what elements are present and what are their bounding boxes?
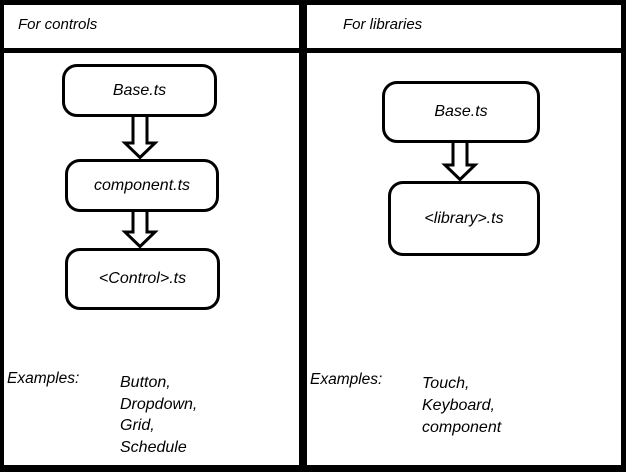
node-component-ts: component.ts: [65, 159, 219, 212]
node-label: <library>.ts: [424, 209, 504, 227]
header-separator: [0, 48, 626, 53]
arrow-down-icon: [121, 212, 159, 249]
right-examples-list: Touch, Keyboard, component: [422, 373, 501, 439]
node-label: <Control>.ts: [98, 270, 187, 287]
example-item: Button,: [120, 374, 171, 391]
node-label: component.ts: [93, 176, 191, 194]
right-examples-label: Examples:: [310, 371, 383, 388]
node-label: Base.ts: [112, 81, 167, 99]
example-item: Keyboard,: [422, 397, 495, 414]
arrow-down-icon: [441, 143, 479, 182]
left-panel-title: For controls: [18, 16, 98, 33]
node-library-ts: <library>.ts: [388, 181, 540, 256]
left-examples-list: Button, Dropdown, Grid, Schedule: [120, 372, 197, 458]
node-label: Base.ts: [434, 103, 488, 120]
example-item: Dropdown,: [120, 395, 198, 413]
node-control-ts: <Control>.ts: [65, 248, 220, 310]
example-item: component: [422, 419, 502, 436]
panel-divider: [299, 0, 307, 472]
example-item: Schedule: [120, 438, 187, 456]
node-base-ts-libraries: Base.ts: [382, 81, 540, 143]
right-panel-title: For libraries: [343, 16, 423, 33]
example-item: Touch,: [422, 375, 470, 392]
left-examples-label: Examples:: [7, 370, 80, 387]
node-base-ts-controls: Base.ts: [62, 64, 217, 117]
arrow-down-icon: [121, 117, 159, 160]
example-item: Grid,: [120, 417, 155, 434]
